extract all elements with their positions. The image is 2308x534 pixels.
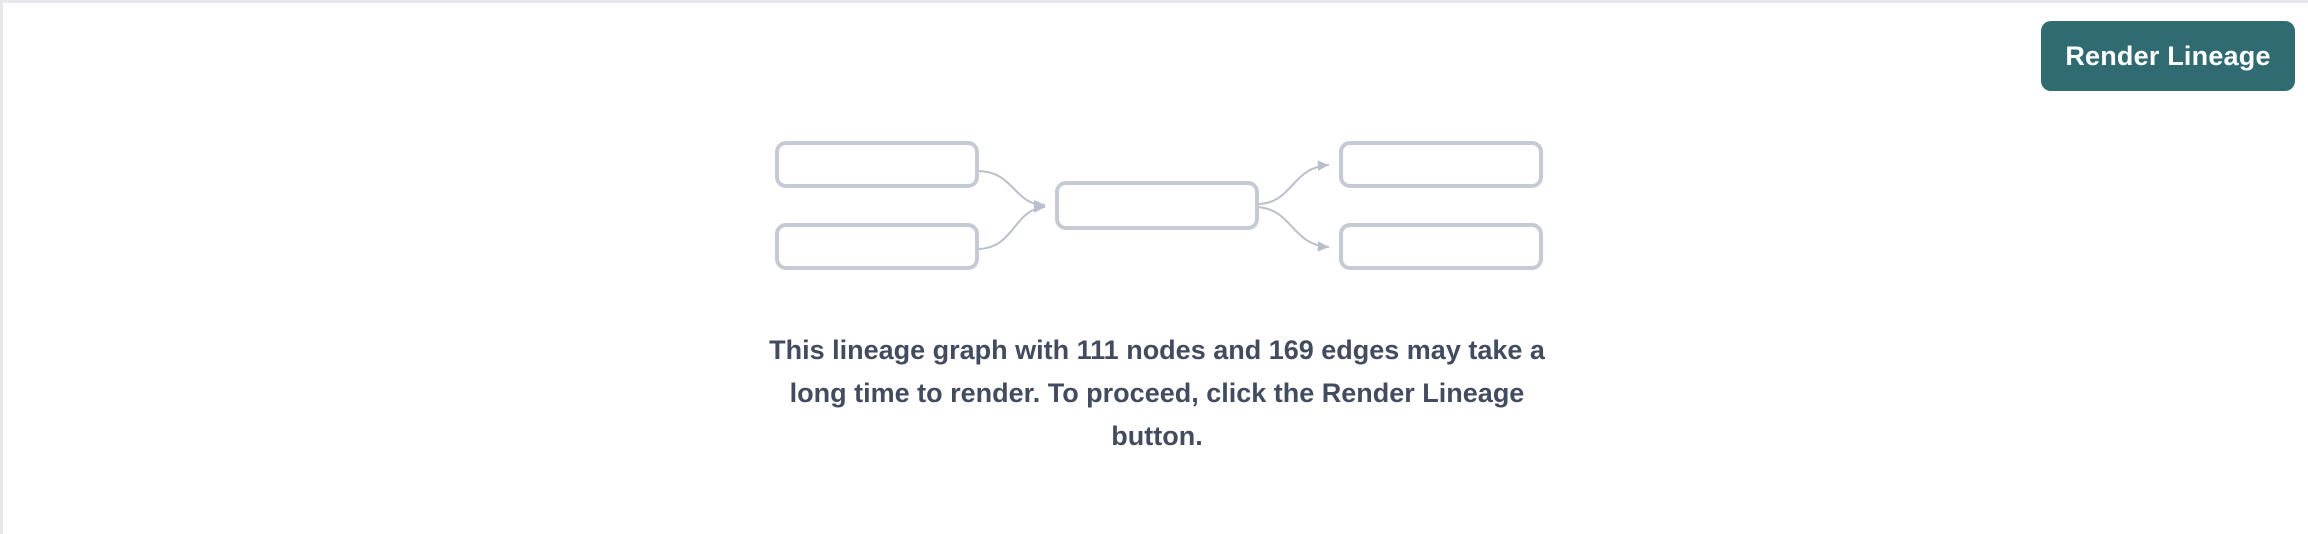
- placeholder-graph-svg: [775, 141, 1543, 270]
- placeholder-node-downstream-2: [1339, 223, 1543, 270]
- render-lineage-button-label: Render Lineage: [2065, 40, 2271, 71]
- lineage-graph-placeholder-illustration: [763, 131, 1563, 286]
- lineage-warning-message: This lineage graph with 111 nodes and 16…: [3, 329, 2308, 458]
- placeholder-nodes: [775, 141, 1543, 270]
- placeholder-node-upstream-2: [775, 223, 979, 270]
- lineage-empty-state: This lineage graph with 111 nodes and 16…: [3, 3, 2308, 534]
- render-lineage-button[interactable]: Render Lineage: [2041, 21, 2295, 91]
- placeholder-node-upstream-1: [775, 141, 979, 188]
- placeholder-edges: [976, 160, 1330, 252]
- placeholder-node-focus: [1055, 181, 1259, 230]
- edge-upstream1-to-focus: [976, 170, 1046, 211]
- placeholder-node-downstream-1: [1339, 141, 1543, 188]
- edge-focus-to-downstream1: [1256, 160, 1330, 205]
- lineage-warning-message-text: This lineage graph with 111 nodes and 16…: [769, 335, 1545, 451]
- edge-upstream2-to-focus: [976, 202, 1046, 250]
- edge-focus-to-downstream2: [1256, 206, 1330, 252]
